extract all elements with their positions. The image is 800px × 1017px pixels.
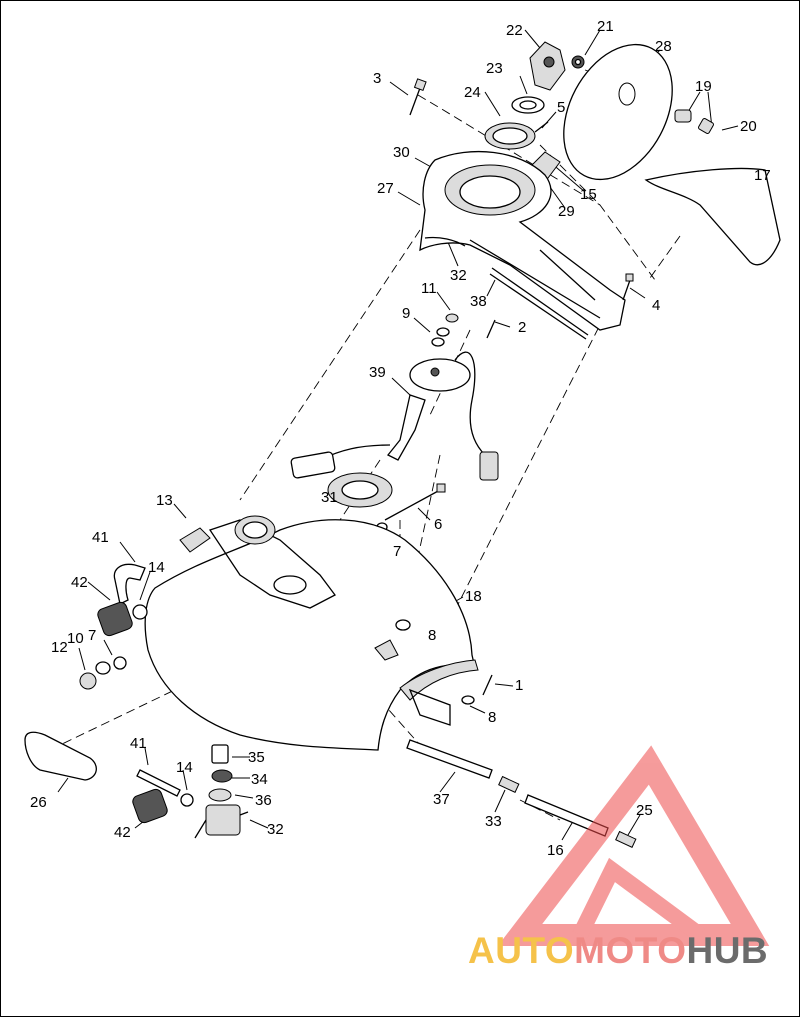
part-fitting-33 bbox=[498, 775, 520, 793]
label-37: 37 bbox=[433, 791, 450, 808]
label-1: 1 bbox=[515, 677, 523, 694]
part-washer-8 bbox=[374, 619, 411, 661]
label-30: 30 bbox=[393, 144, 410, 161]
label-35: 35 bbox=[248, 749, 265, 766]
label-11: 11 bbox=[421, 280, 437, 297]
part-screw-5 bbox=[534, 121, 549, 133]
label-10: 10 bbox=[67, 630, 84, 647]
label-36: 36 bbox=[255, 792, 272, 809]
label-16: 16 bbox=[547, 842, 564, 859]
part-clip-13 bbox=[179, 527, 211, 553]
part-screw-3 bbox=[409, 78, 427, 116]
label-6: 6 bbox=[434, 516, 442, 533]
part-spring-42-bottom bbox=[132, 788, 168, 824]
part-strap-26 bbox=[24, 731, 97, 781]
watermark-moto: MOTO bbox=[574, 930, 687, 971]
label-42b: 42 bbox=[114, 824, 131, 841]
label-5: 5 bbox=[557, 99, 565, 116]
part-fuel-sender-39 bbox=[290, 351, 499, 481]
part-console-27-30 bbox=[419, 151, 626, 331]
label-25: 25 bbox=[636, 802, 653, 819]
part-plate-28 bbox=[563, 43, 673, 181]
part-washer-8b bbox=[461, 695, 475, 705]
part-washer-23 bbox=[511, 96, 545, 114]
part-clamp-14-bottom bbox=[180, 793, 194, 807]
label-3: 3 bbox=[373, 70, 381, 87]
part-hose-41-bottom bbox=[136, 769, 181, 797]
part-washers-9-11 bbox=[431, 313, 459, 347]
part-screw-2 bbox=[486, 319, 496, 339]
part-washers-10-7 bbox=[95, 656, 127, 675]
label-32a: 32 bbox=[450, 267, 467, 284]
part-tube-37 bbox=[406, 739, 493, 779]
label-39: 39 bbox=[369, 364, 386, 381]
label-7: 7 bbox=[393, 543, 401, 560]
part-spring-42-top bbox=[97, 601, 133, 637]
part-gasket-31 bbox=[327, 472, 393, 508]
watermark-logo-triangle bbox=[497, 745, 770, 946]
label-42a: 42 bbox=[71, 574, 88, 591]
label-33: 33 bbox=[485, 813, 502, 830]
part-gasket-24 bbox=[484, 122, 536, 150]
label-13: 13 bbox=[156, 492, 173, 509]
part-clamp-14-top bbox=[132, 604, 148, 620]
part-fitting-25 bbox=[615, 830, 637, 848]
label-34: 34 bbox=[251, 771, 268, 788]
label-9: 9 bbox=[402, 305, 410, 322]
part-screw-4 bbox=[622, 273, 634, 301]
label-41b: 41 bbox=[130, 735, 147, 752]
part-nut-12 bbox=[79, 672, 97, 690]
label-2: 2 bbox=[518, 319, 526, 336]
label-4: 4 bbox=[652, 297, 660, 314]
label-8b: 8 bbox=[488, 709, 496, 726]
part-fuel-tank-18 bbox=[144, 515, 479, 751]
label-24: 24 bbox=[464, 84, 481, 101]
label-22: 22 bbox=[506, 22, 523, 39]
label-15: 15 bbox=[580, 186, 597, 203]
part-connector-19 bbox=[674, 109, 714, 134]
label-17: 17 bbox=[754, 167, 771, 184]
label-14b: 14 bbox=[176, 759, 193, 776]
part-labels: 1 2 3 4 5 6 7 8 8 9 10 7 11 12 13 14 14 … bbox=[30, 18, 771, 859]
label-29: 29 bbox=[558, 203, 575, 220]
label-18: 18 bbox=[465, 588, 482, 605]
label-14a: 14 bbox=[148, 559, 165, 576]
label-20: 20 bbox=[740, 118, 757, 135]
label-21: 21 bbox=[597, 18, 614, 35]
watermark-wordmark: AUTOMOTOHUB bbox=[468, 932, 768, 970]
label-32b: 32 bbox=[267, 821, 284, 838]
label-38: 38 bbox=[470, 293, 487, 310]
part-screw-1 bbox=[482, 674, 493, 696]
label-26: 26 bbox=[30, 794, 47, 811]
part-petcock-32 bbox=[194, 744, 249, 839]
part-rod-38 bbox=[489, 267, 589, 340]
label-8a: 8 bbox=[428, 627, 436, 644]
label-41a: 41 bbox=[92, 529, 109, 546]
label-7b: 7 bbox=[88, 627, 96, 644]
part-hose-41-top bbox=[113, 563, 146, 605]
part-trim-32 bbox=[424, 236, 466, 247]
part-bolt-6 bbox=[384, 483, 446, 521]
label-27: 27 bbox=[377, 180, 394, 197]
label-19: 19 bbox=[695, 78, 712, 95]
label-28: 28 bbox=[655, 38, 672, 55]
part-nut-21 bbox=[571, 55, 585, 69]
label-12: 12 bbox=[51, 639, 68, 656]
part-pad-17 bbox=[644, 167, 781, 266]
watermark-auto: AUTO bbox=[468, 930, 575, 971]
watermark-hub: HUB bbox=[686, 930, 769, 971]
part-bracket-22 bbox=[529, 41, 566, 91]
label-23: 23 bbox=[486, 60, 503, 77]
label-31: 31 bbox=[321, 489, 338, 506]
